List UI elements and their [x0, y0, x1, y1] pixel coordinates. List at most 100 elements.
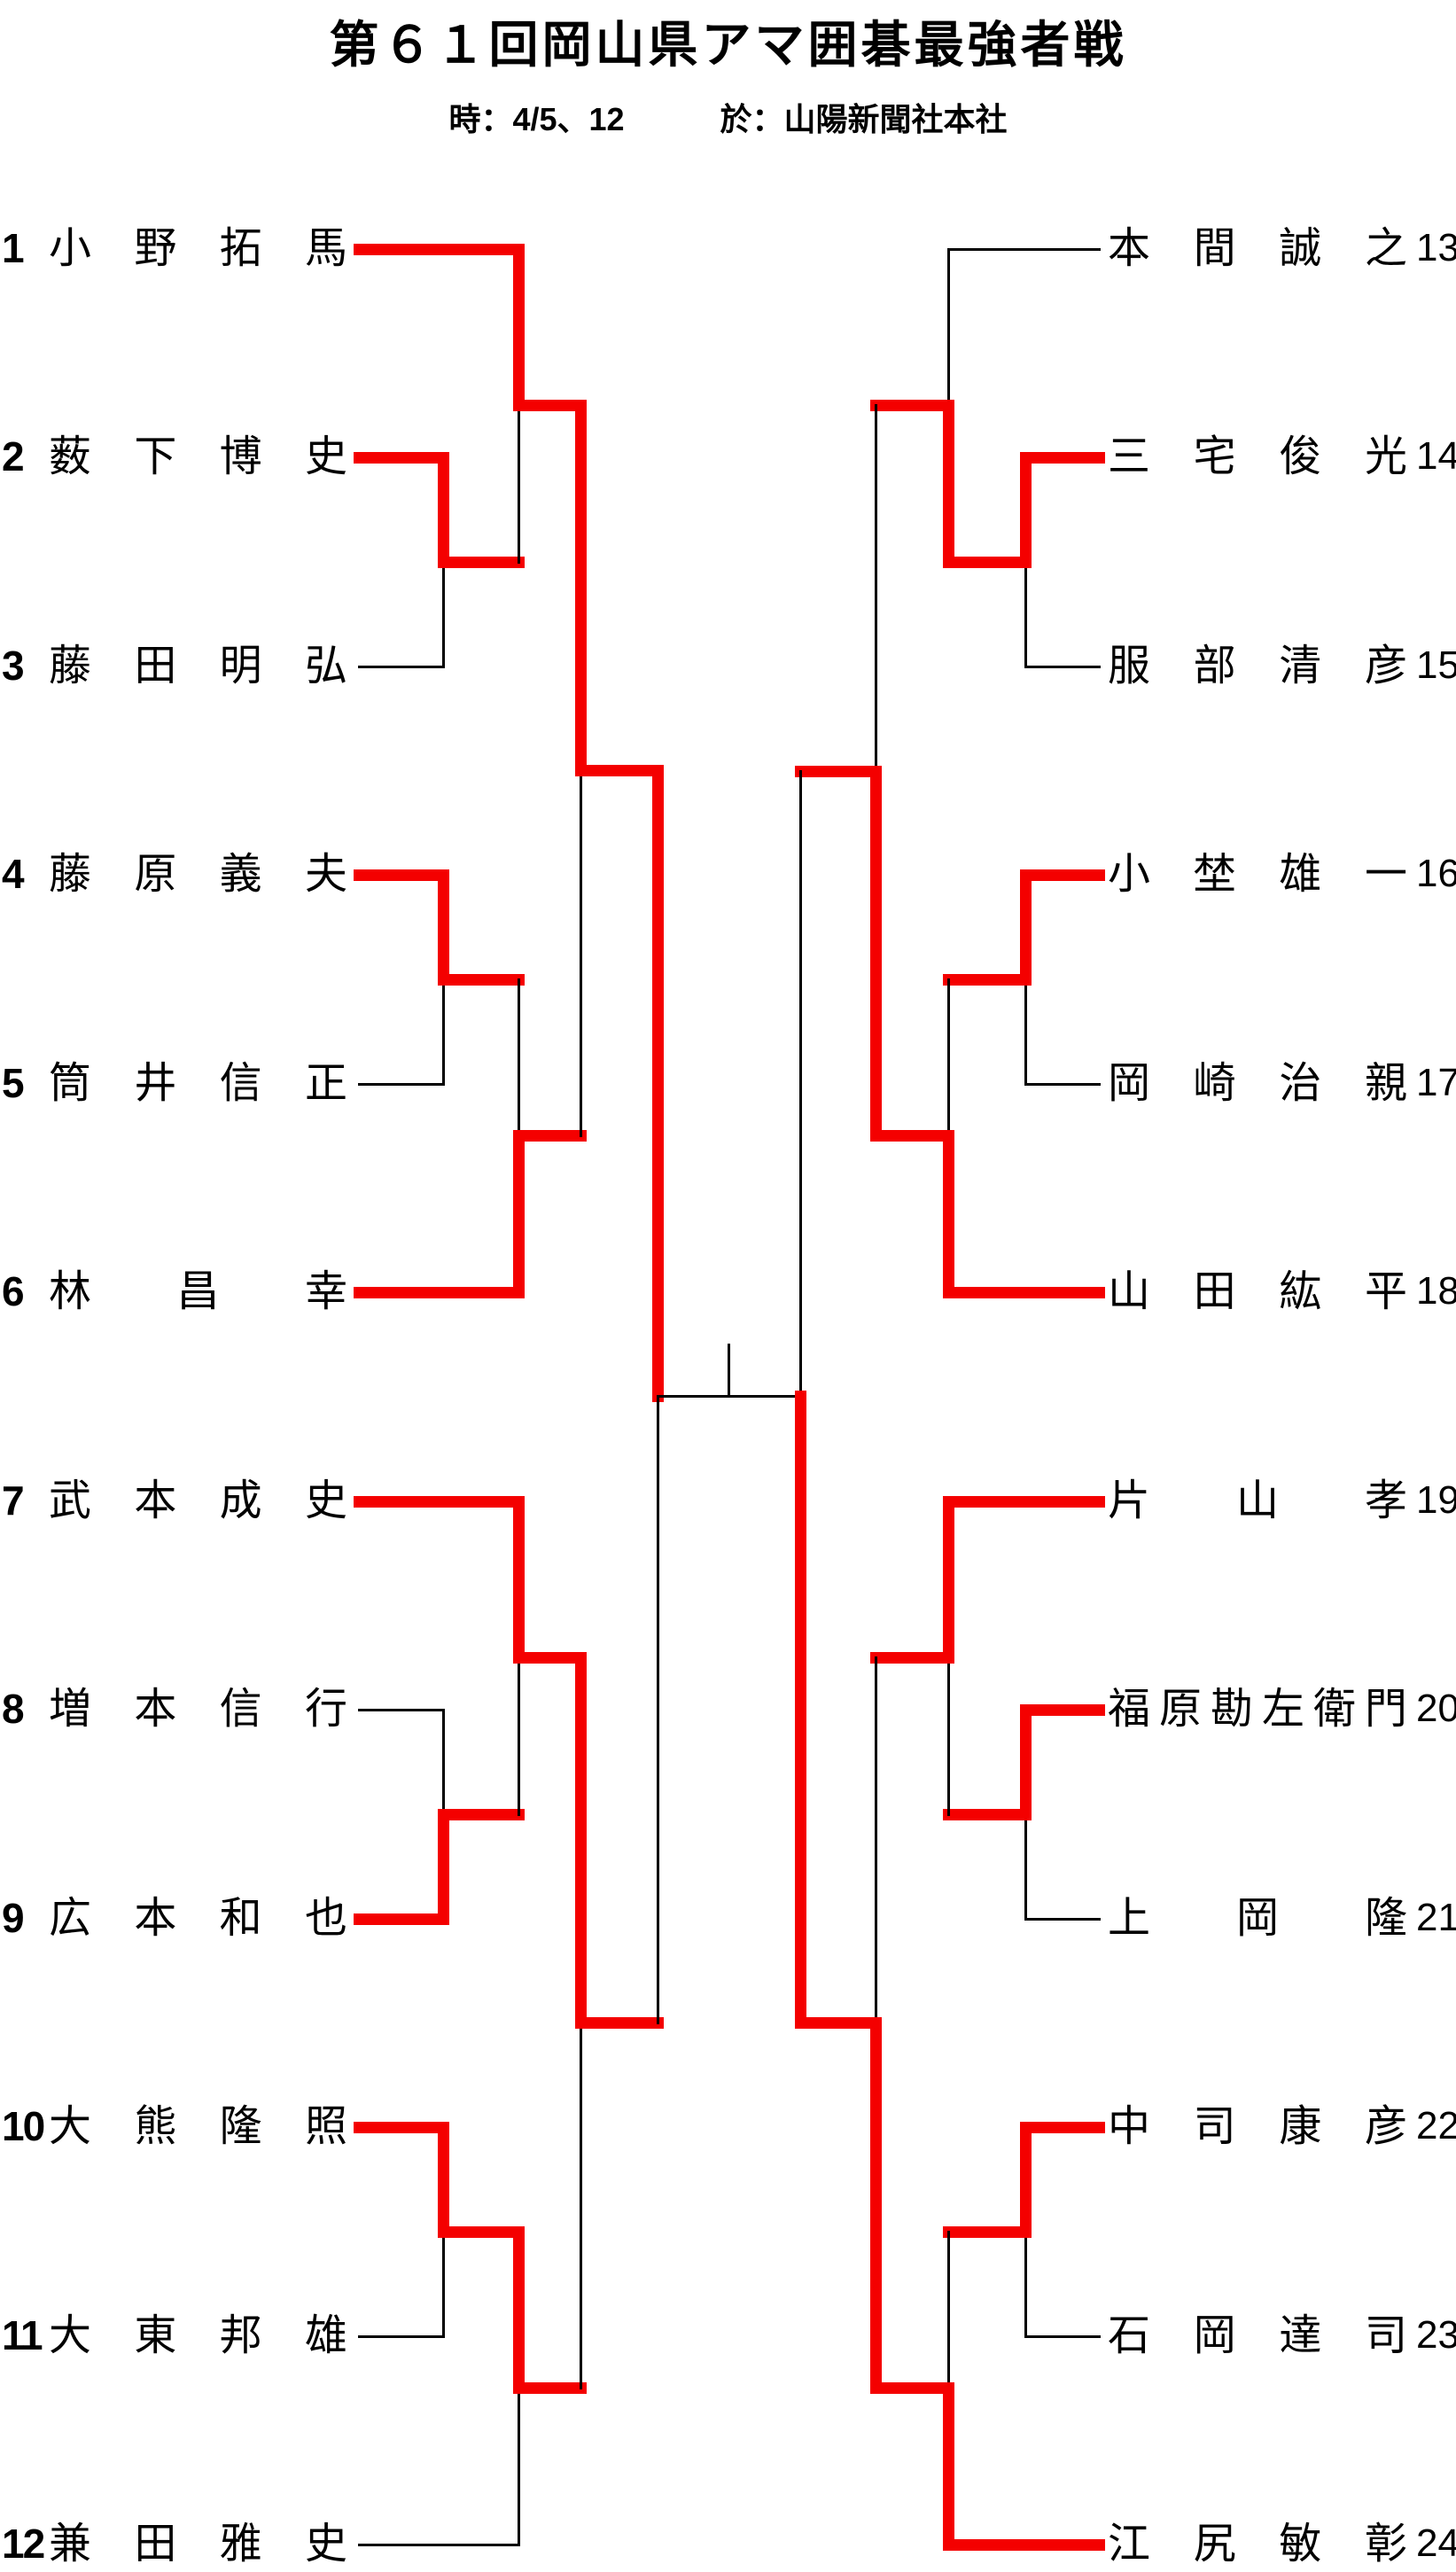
player-name: 服部清彦: [1108, 643, 1407, 690]
winner-path-segment: [574, 399, 587, 776]
player-name: 本間誠之: [1108, 225, 1407, 272]
bracket-segment: [874, 403, 877, 773]
winner-path-segment: [512, 1651, 587, 1664]
player-seed: 22: [1416, 2104, 1456, 2148]
winner-path-segment: [869, 1129, 954, 1142]
bracket-segment: [874, 1656, 877, 2024]
player-seed: 20: [1416, 1687, 1456, 1731]
bracket-segment: [1024, 560, 1027, 668]
player-row-3: 3 藤田明弘: [0, 638, 1456, 695]
winner-path-segment: [1019, 451, 1032, 568]
winner-path-segment: [794, 2016, 882, 2029]
player-name: 山田紘平: [1108, 1268, 1407, 1315]
winner-path-segment: [942, 1495, 1105, 1508]
player-seed: 18: [1416, 1269, 1456, 1313]
event-date-venue: 時：4/5、12 於：山陽新聞社本社: [448, 101, 1008, 137]
winner-path-segment: [942, 1808, 1032, 1820]
winner-path-segment: [869, 765, 882, 1142]
winner-path-segment: [942, 973, 1032, 986]
bracket-segment: [1024, 1917, 1101, 1921]
winner-path-segment: [437, 451, 449, 568]
player-name: 福原勘左衛門: [1108, 1686, 1407, 1733]
winner-path-segment: [1019, 1703, 1105, 1716]
winner-path-segment: [437, 973, 525, 986]
bracket-segment: [946, 978, 950, 1137]
player-seed: 17: [1416, 1061, 1456, 1105]
player-name: 兼田雅史: [49, 2521, 347, 2568]
bracket-segment: [1024, 978, 1027, 1086]
winner-path-segment: [437, 2121, 449, 2238]
winner-path-segment: [1019, 2121, 1105, 2133]
player-name: 大熊隆照: [49, 2103, 347, 2150]
winner-path-segment: [437, 1808, 525, 1820]
bracket-segment: [517, 2386, 520, 2546]
player-name: 小埜雄一: [1108, 851, 1407, 898]
player-seed: 24: [1416, 2521, 1456, 2566]
winner-path-segment: [353, 2121, 449, 2133]
winner-path-segment: [353, 1913, 449, 1925]
winner-path-segment: [512, 1129, 525, 1298]
bracket-segment: [357, 2334, 445, 2338]
winner-path-segment: [353, 1286, 525, 1298]
winner-path-segment: [942, 1495, 954, 1664]
player-seed: 7: [2, 1477, 25, 1524]
winner-path-segment: [512, 399, 587, 411]
player-seed: 21: [1416, 1896, 1456, 1940]
player-name: 武本成史: [49, 1477, 347, 1524]
bracket-segment: [727, 1343, 730, 1398]
winner-path-segment: [353, 1495, 525, 1508]
winner-path-segment: [942, 2381, 954, 2551]
bracket-segment: [1024, 1082, 1101, 1086]
player-seed: 12: [2, 2521, 45, 2568]
winner-path-segment: [437, 2225, 525, 2238]
winner-path-segment: [512, 243, 525, 411]
winner-path-segment: [437, 869, 449, 986]
player-seed: 3: [2, 643, 25, 690]
player-name: 藤田明弘: [49, 643, 347, 690]
winner-path-segment: [574, 1651, 587, 2029]
bracket-segment: [517, 978, 520, 1137]
player-name: 筒井信正: [49, 1060, 347, 1107]
winner-path-segment: [942, 399, 954, 568]
winner-path-segment: [869, 399, 954, 411]
bracket-segment: [441, 978, 445, 1086]
winner-path-segment: [574, 2016, 664, 2029]
bracket-segment: [946, 247, 950, 407]
winner-path-segment: [574, 764, 664, 776]
player-seed: 2: [2, 433, 25, 480]
player-name: 広本和也: [49, 1895, 347, 1942]
player-seed: 13: [1416, 226, 1456, 270]
winner-path-segment: [1019, 451, 1105, 464]
bracket-segment: [946, 2230, 950, 2389]
winner-path-segment: [353, 869, 449, 881]
player-name: 片山孝: [1108, 1477, 1407, 1524]
winner-path-segment: [512, 1495, 525, 1664]
winner-path-segment: [1019, 869, 1105, 881]
player-name: 岡崎治親: [1108, 1060, 1407, 1107]
winner-path-segment: [942, 1129, 954, 1298]
bracket-segment: [946, 1656, 950, 1816]
winner-path-segment: [794, 765, 882, 777]
bracket-segment: [1024, 2230, 1027, 2338]
winner-path-segment: [942, 556, 1032, 568]
bracket-segment: [441, 1708, 445, 1816]
bracket-segment: [441, 560, 445, 668]
winner-path-segment: [651, 764, 664, 1402]
winner-path-segment: [437, 1808, 449, 1925]
player-seed: 8: [2, 1686, 25, 1733]
winner-path-segment: [869, 2381, 954, 2394]
